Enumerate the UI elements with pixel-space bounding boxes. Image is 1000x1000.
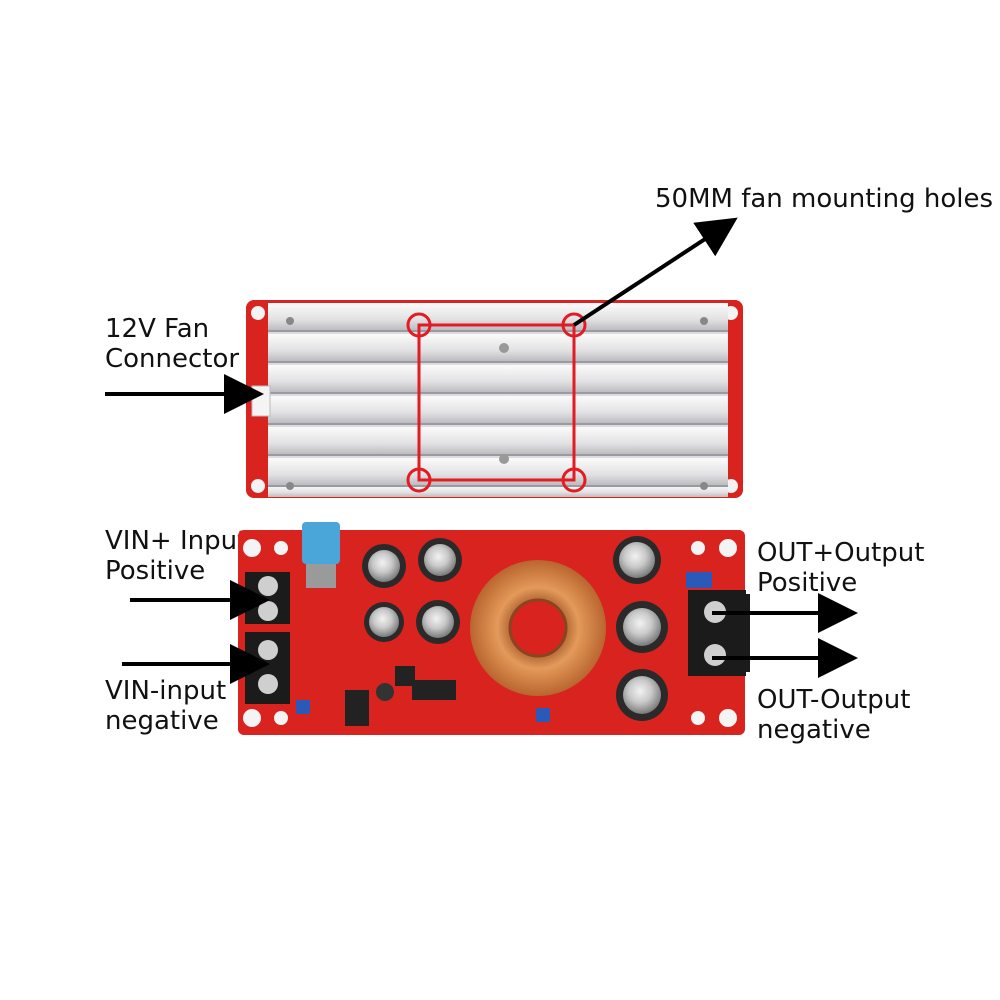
- pointer-arrows: [105, 217, 858, 684]
- fan-connector-label-line1: 12V Fan: [105, 314, 210, 344]
- fan-connector-label-line2: Connector: [105, 344, 240, 374]
- vin-positive-label-line2: Positive: [105, 556, 206, 586]
- pcb-module: [238, 522, 750, 735]
- toroid-inductor: [470, 560, 606, 696]
- out-negative-label-line2: negative: [757, 715, 871, 745]
- heatsink-module: [246, 300, 743, 498]
- input-capacitors: [362, 538, 462, 644]
- vin-negative-label-line2: negative: [105, 706, 219, 736]
- fan-holes-arrow: [572, 217, 738, 327]
- fan-holes-label: 50MM fan mounting holes: [655, 184, 994, 214]
- vin-negative-label-line1: VIN-input: [105, 676, 227, 706]
- output-capacitors: [613, 536, 668, 721]
- out-positive-label-line1: OUT+Output: [757, 538, 925, 568]
- output-terminal-block: [688, 590, 750, 676]
- fan-holes-highlight: [406, 312, 587, 493]
- fan-connector: [251, 385, 271, 417]
- input-terminal-block: [245, 572, 290, 704]
- fuse: [302, 522, 340, 564]
- vin-positive-label-line1: VIN+ Input: [105, 526, 248, 556]
- out-negative-label-line1: OUT-Output: [757, 685, 911, 715]
